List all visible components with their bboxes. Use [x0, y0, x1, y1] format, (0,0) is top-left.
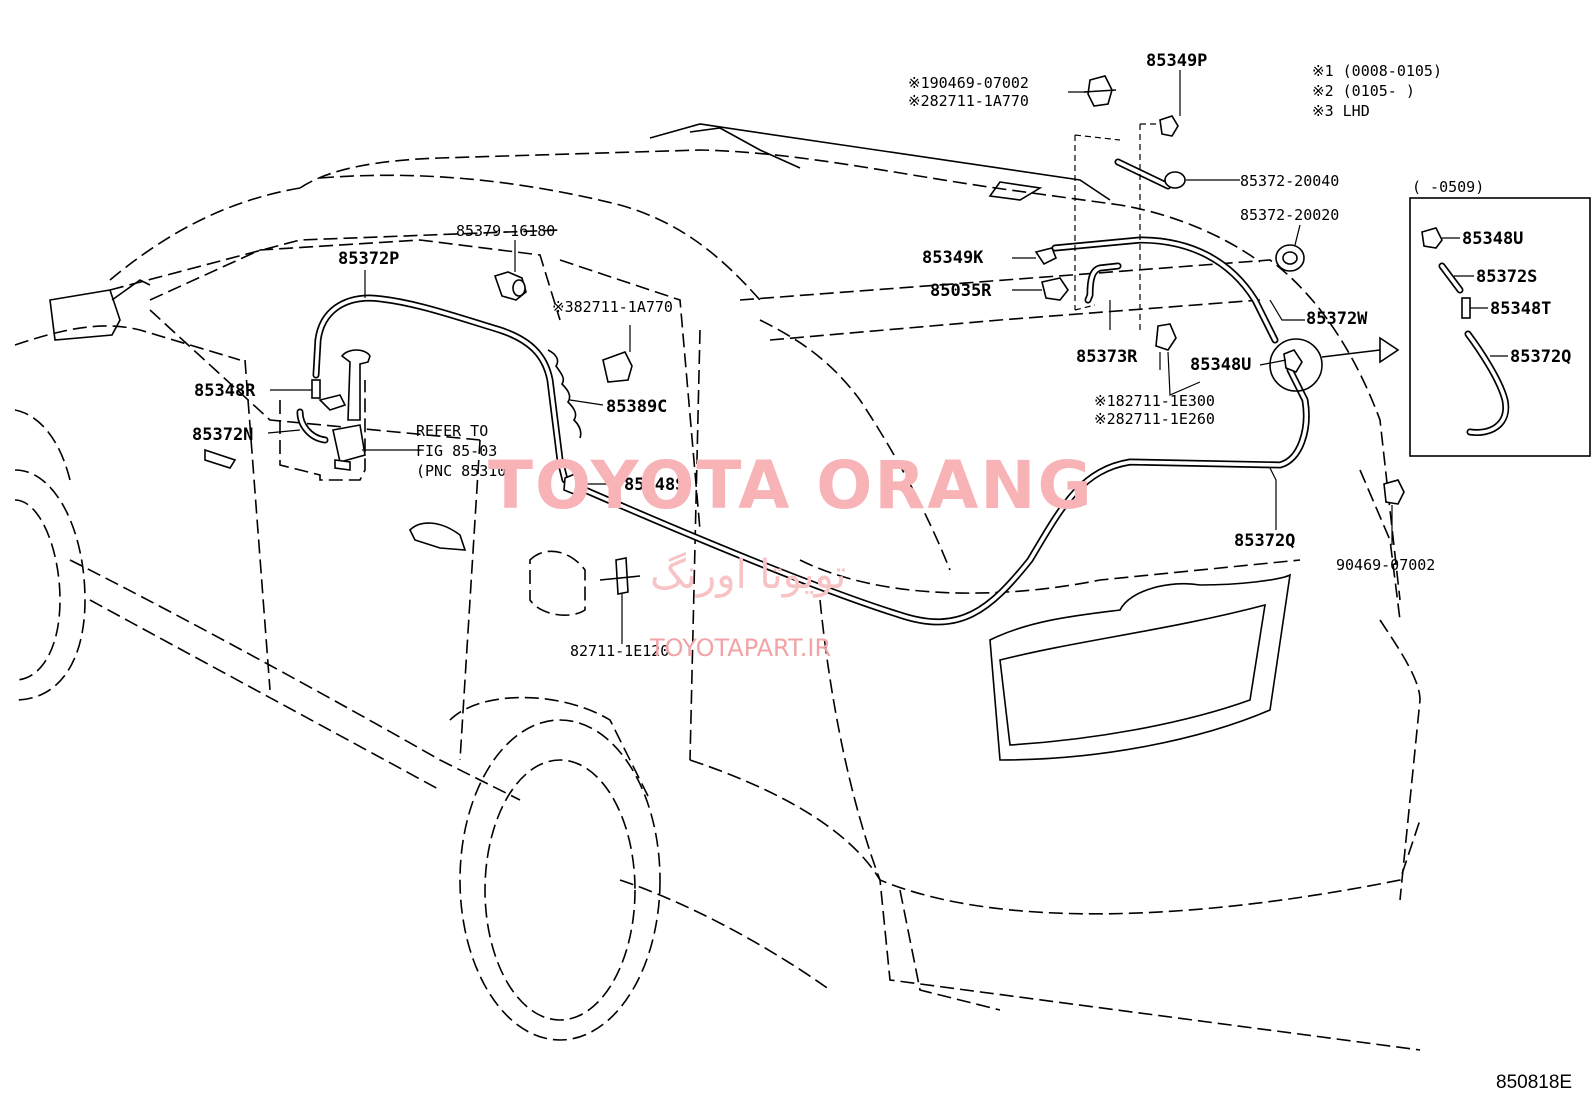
- legend-line-1: ※1 (0008-0105): [1312, 62, 1442, 80]
- label-82711-1E300-s1: ※182711-1E300: [1094, 392, 1215, 410]
- label-82711-1A770-s2: ※282711-1A770: [908, 92, 1029, 110]
- inset-part-1: 85372S: [1476, 267, 1537, 287]
- label-85348U: 85348U: [1190, 355, 1251, 375]
- label-85035R: 85035R: [930, 281, 992, 301]
- label-85372-20040: 85372-20040: [1240, 172, 1339, 190]
- watermark-brand: TOYOTA ORANG: [488, 447, 1094, 524]
- label-85349K: 85349K: [922, 248, 984, 268]
- label-fig-ref: FIG 85-03: [416, 442, 497, 460]
- legend-block: ※1 (0008-0105) ※2 (0105- ) ※3 LHD: [1312, 62, 1442, 120]
- component-symbols: [311, 75, 1405, 595]
- label-85372P: 85372P: [338, 249, 399, 269]
- label-85348R: 85348R: [194, 381, 256, 401]
- label-85348S: 85348S: [624, 475, 685, 495]
- label-85349P: 85349P: [1146, 51, 1207, 71]
- label-85372W: 85372W: [1306, 309, 1368, 329]
- label-82711-1E120: 82711-1E120: [570, 642, 669, 660]
- label-90469-07002-s1: ※190469-07002: [908, 74, 1029, 92]
- watermark: TOYOTA ORANG تویوتا اورنگ TOYOTAPART.IR: [488, 447, 1094, 662]
- label-85389C: 85389C: [606, 397, 667, 417]
- label-85373R: 85373R: [1076, 347, 1138, 367]
- label-85372N: 85372N: [192, 425, 253, 445]
- legend-line-2: ※2 (0105- ): [1312, 82, 1415, 100]
- vehicle-outline: [14, 123, 1421, 1051]
- legend-line-3: ※3 LHD: [1312, 102, 1370, 120]
- watermark-persian: تویوتا اورنگ: [650, 552, 846, 598]
- label-90469-07002: 90469-07002: [1336, 556, 1435, 574]
- figure-code: 850818E: [1496, 1072, 1572, 1093]
- washer-tank: [279, 349, 371, 481]
- inset-frame: [1409, 197, 1591, 457]
- label-pnc-ref: (PNC 85310): [416, 462, 515, 480]
- part-labels: ※190469-07002 ※282711-1A770 85349P 85372…: [192, 51, 1435, 660]
- label-85379-16180: 85379-16180: [456, 222, 555, 240]
- inset-part-3: 85372Q: [1510, 347, 1571, 367]
- label-82711-1E260-s2: ※282711-1E260: [1094, 410, 1215, 428]
- detail-inset: ( -0509) 85348U 85372S 85348T 85372Q: [1409, 178, 1591, 457]
- label-82711-1A770-s3: ※382711-1A770: [552, 298, 673, 316]
- label-refer-to: REFER TO: [416, 422, 488, 440]
- inset-part-0: 85348U: [1462, 229, 1523, 249]
- label-85372-20020: 85372-20020: [1240, 206, 1339, 224]
- inset-date-range: ( -0509): [1412, 178, 1484, 196]
- washer-hoses: [296, 158, 1310, 626]
- leader-lines: [267, 70, 1400, 644]
- watermark-url: TOYOTAPART.IR: [649, 634, 831, 662]
- label-85372Q: 85372Q: [1234, 531, 1295, 551]
- inset-part-2: 85348T: [1490, 299, 1551, 319]
